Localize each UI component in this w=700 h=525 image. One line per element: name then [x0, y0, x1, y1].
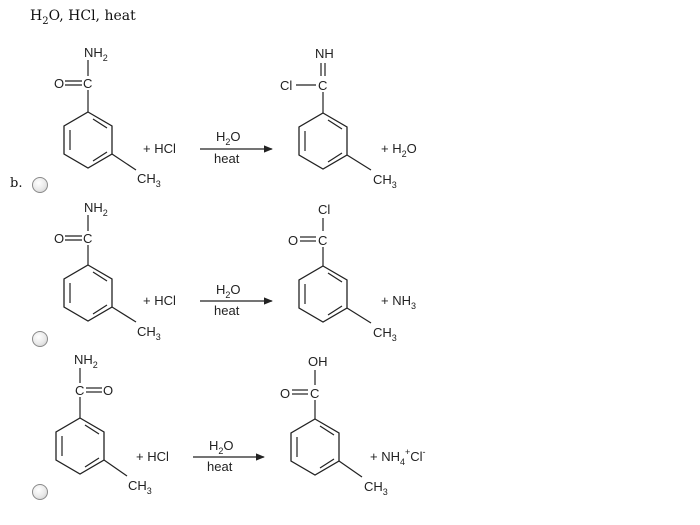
- acyl-carbon-label: C: [318, 233, 327, 248]
- question-header: H2O, HCl, heat: [30, 8, 136, 27]
- reactant-molecule: NH2 O C CH3: [54, 45, 161, 189]
- arrow-solvent-label: H2O: [209, 438, 234, 456]
- option-b-label: b.: [10, 176, 23, 191]
- methyl-label: CH3: [137, 324, 161, 342]
- arrow-condition-label: heat: [214, 303, 240, 318]
- oxygen-label: O: [288, 233, 298, 248]
- byproduct-ammonia: + NH3: [381, 293, 416, 311]
- header-tail: O, HCl, heat: [48, 8, 136, 24]
- reagent-plus-hcl: + HCl: [143, 141, 176, 156]
- benzene-ring: [55, 417, 105, 475]
- reaction-arrow: H2O heat: [200, 129, 273, 166]
- methyl-label: CH3: [364, 479, 388, 497]
- reactant-molecule: NH2 O C CH3: [54, 200, 161, 342]
- benzene-ring: [290, 418, 340, 476]
- benzene-ring: [63, 111, 113, 169]
- option-d-reaction: NH2 C O CH3 + HCl H2O heat OH O C: [55, 352, 426, 497]
- arrow-solvent-label: H2O: [216, 282, 241, 300]
- oxygen-label: O: [54, 76, 64, 91]
- oxygen-label: O: [103, 383, 113, 398]
- option-c-reaction: NH2 O C CH3 + HCl H2O heat Cl O C: [54, 200, 416, 343]
- methyl-label: CH3: [137, 171, 161, 189]
- reaction-arrow: H2O heat: [193, 438, 265, 474]
- benzene-ring: [298, 265, 348, 323]
- reaction-arrow: H2O heat: [200, 282, 273, 318]
- radio-option-c[interactable]: [32, 331, 48, 347]
- benzene-ring: [298, 112, 348, 170]
- arrow-condition-label: heat: [207, 459, 233, 474]
- byproduct-water: + H2O: [381, 141, 417, 159]
- byproduct-ammonium-chloride: + NH4+Cl-: [370, 447, 426, 467]
- radio-option-d[interactable]: [32, 484, 48, 500]
- oxygen-label: O: [54, 231, 64, 246]
- reagent-plus-hcl: + HCl: [143, 293, 176, 308]
- radio-option-b[interactable]: [32, 177, 48, 193]
- carbonyl-carbon-label: C: [75, 383, 84, 398]
- methyl-label: CH3: [373, 172, 397, 190]
- product-molecule: OH O C CH3: [280, 354, 388, 497]
- arrow-solvent-label: H2O: [216, 129, 241, 147]
- amine-label: NH2: [74, 352, 98, 370]
- reactant-molecule: NH2 C O CH3: [55, 352, 152, 496]
- benzene-ring: [63, 264, 113, 322]
- imidoyl-carbon-label: C: [318, 78, 327, 93]
- product-molecule: Cl O C CH3: [288, 202, 397, 343]
- header-h: H: [30, 8, 43, 24]
- oxygen-label: O: [280, 386, 290, 401]
- reagent-plus-hcl: + HCl: [136, 449, 169, 464]
- carboxyl-carbon-label: C: [310, 386, 319, 401]
- option-b-reaction: NH2 O C CH3 + HCl H2O heat NH Cl: [54, 45, 417, 190]
- methyl-label: CH3: [128, 478, 152, 496]
- product-molecule: NH Cl C CH3: [280, 46, 397, 190]
- chloro-label: Cl: [318, 202, 330, 217]
- arrow-condition-label: heat: [214, 151, 240, 166]
- chloro-label: Cl: [280, 78, 292, 93]
- amine-label: NH2: [84, 45, 108, 63]
- methyl-label: CH3: [373, 325, 397, 343]
- amine-label: NH2: [84, 200, 108, 218]
- carbonyl-carbon-label: C: [83, 231, 92, 246]
- header-h-sub: 2: [42, 15, 49, 27]
- carbonyl-carbon-label: C: [83, 76, 92, 91]
- imine-nh-label: NH: [315, 46, 334, 61]
- hydroxyl-label: OH: [308, 354, 328, 369]
